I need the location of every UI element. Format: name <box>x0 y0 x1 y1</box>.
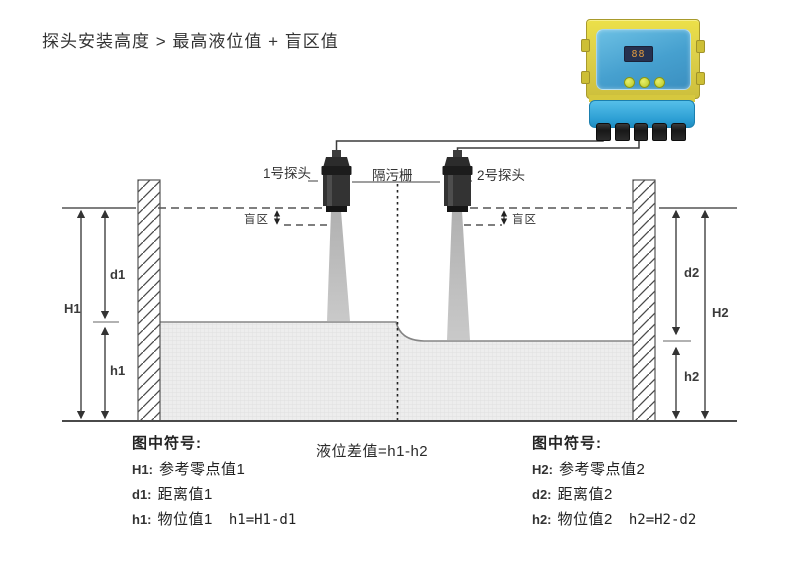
water-level-ticks <box>93 321 691 342</box>
symbol-key: h2: <box>532 512 552 527</box>
dim-label-h2: h2 <box>684 369 700 384</box>
level-difference-formula: 液位差值=h1-h2 <box>316 443 429 460</box>
dim-label-H2: H2 <box>712 305 729 320</box>
symbol-value: 物位值1 <box>157 511 213 528</box>
ultrasonic-beams <box>327 211 470 340</box>
controller-front-panel: 88 <box>596 29 691 90</box>
legend-row: h1: 物位值1 h1=H1-d1 <box>132 510 296 530</box>
hinge-left-top <box>581 39 590 52</box>
symbol-key: h1: <box>132 512 152 527</box>
controller-button-3 <box>654 77 665 88</box>
barrier-label: 隔污栅 <box>372 168 413 183</box>
latch-right-bottom <box>696 72 705 85</box>
cable-gland-5 <box>671 123 686 141</box>
controller-display: 88 <box>624 46 653 62</box>
symbol-key: H2: <box>532 462 553 477</box>
controller-housing: 88 <box>586 19 700 99</box>
latch-right-top <box>696 40 705 53</box>
page-title: 探头安装高度 > 最高液位值 + 盲区值 <box>42 32 339 51</box>
symbol-key: d1: <box>132 487 152 502</box>
probe1-sensor <box>321 150 352 212</box>
symbol-value: 距离值1 <box>157 486 213 503</box>
probe1-label: 1号探头 <box>263 166 312 181</box>
blind-zone-label-left: 盲区 <box>244 214 269 226</box>
cable-gland-4 <box>652 123 668 141</box>
legend-row: H1: 参考零点值1 <box>132 460 296 479</box>
hinge-left-bottom <box>581 71 590 84</box>
display-digits: 88 <box>631 48 646 60</box>
cable-gland-2 <box>614 123 630 141</box>
water-body <box>158 321 633 420</box>
probe2-sensor <box>442 150 473 212</box>
symbol-formula: h2=H2-d2 <box>628 512 697 528</box>
controller-button-2 <box>639 77 650 88</box>
legend-left-heading: 图中符号: <box>132 435 202 452</box>
symbol-value: 参考零点值2 <box>558 461 646 478</box>
probe2-label: 2号探头 <box>477 168 526 183</box>
dimension-arrows <box>76 209 710 420</box>
dim-label-H1: H1 <box>64 301 81 316</box>
legend-row: H2: 参考零点值2 <box>532 460 696 479</box>
symbol-value: 物位值2 <box>557 511 613 528</box>
symbol-key: d2: <box>532 487 552 502</box>
controller-button-1 <box>624 77 635 88</box>
cable-gland-1 <box>596 123 611 141</box>
legend-right: 图中符号: H2: 参考零点值2 d2: 距离值2 h2: 物位值2 h2=H2-d2 <box>532 435 696 536</box>
dim-label-d2: d2 <box>684 265 700 280</box>
symbol-formula: h1=H1-d1 <box>228 512 297 528</box>
cable-glands <box>596 123 686 141</box>
symbol-value: 参考零点值1 <box>158 461 246 478</box>
controller-device: 88 <box>581 19 706 141</box>
legend-row: d2: 距离值2 <box>532 485 696 504</box>
controller-mid-strip <box>589 95 695 102</box>
beam-probe1 <box>327 211 350 321</box>
symbol-key: H1: <box>132 462 153 477</box>
left-wall <box>137 179 161 422</box>
blind-zone-label-right: 盲区 <box>512 214 537 226</box>
symbol-value: 距离值2 <box>557 486 613 503</box>
legend-row: h2: 物位值2 h2=H2-d2 <box>532 510 696 530</box>
dim-label-h1: h1 <box>110 363 126 378</box>
legend-right-heading: 图中符号: <box>532 435 602 452</box>
beam-probe2 <box>447 211 470 340</box>
dim-label-d1: d1 <box>110 267 126 282</box>
right-wall <box>632 179 656 422</box>
cable-gland-3 <box>633 123 649 141</box>
legend-left: 图中符号: H1: 参考零点值1 d1: 距离值1 h1: 物位值1 h1=H1-d1 <box>132 435 296 536</box>
reference-lines <box>62 207 737 226</box>
legend-row: d1: 距离值1 <box>132 485 296 504</box>
